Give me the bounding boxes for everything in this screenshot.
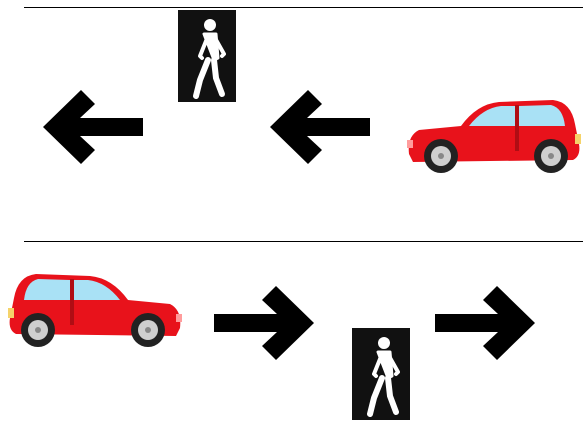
red-car-icon	[6, 270, 186, 352]
arrow-left-icon	[262, 82, 372, 172]
pedestrian-sign-icon	[178, 10, 236, 102]
middle-divider-line	[24, 241, 583, 242]
arrow-left-icon	[35, 82, 145, 172]
top-divider-line	[24, 7, 583, 8]
arrow-right-icon	[433, 278, 543, 368]
pedestrian-sign-icon	[352, 328, 410, 420]
arrow-right-icon	[212, 278, 322, 368]
red-car-icon	[403, 96, 583, 178]
